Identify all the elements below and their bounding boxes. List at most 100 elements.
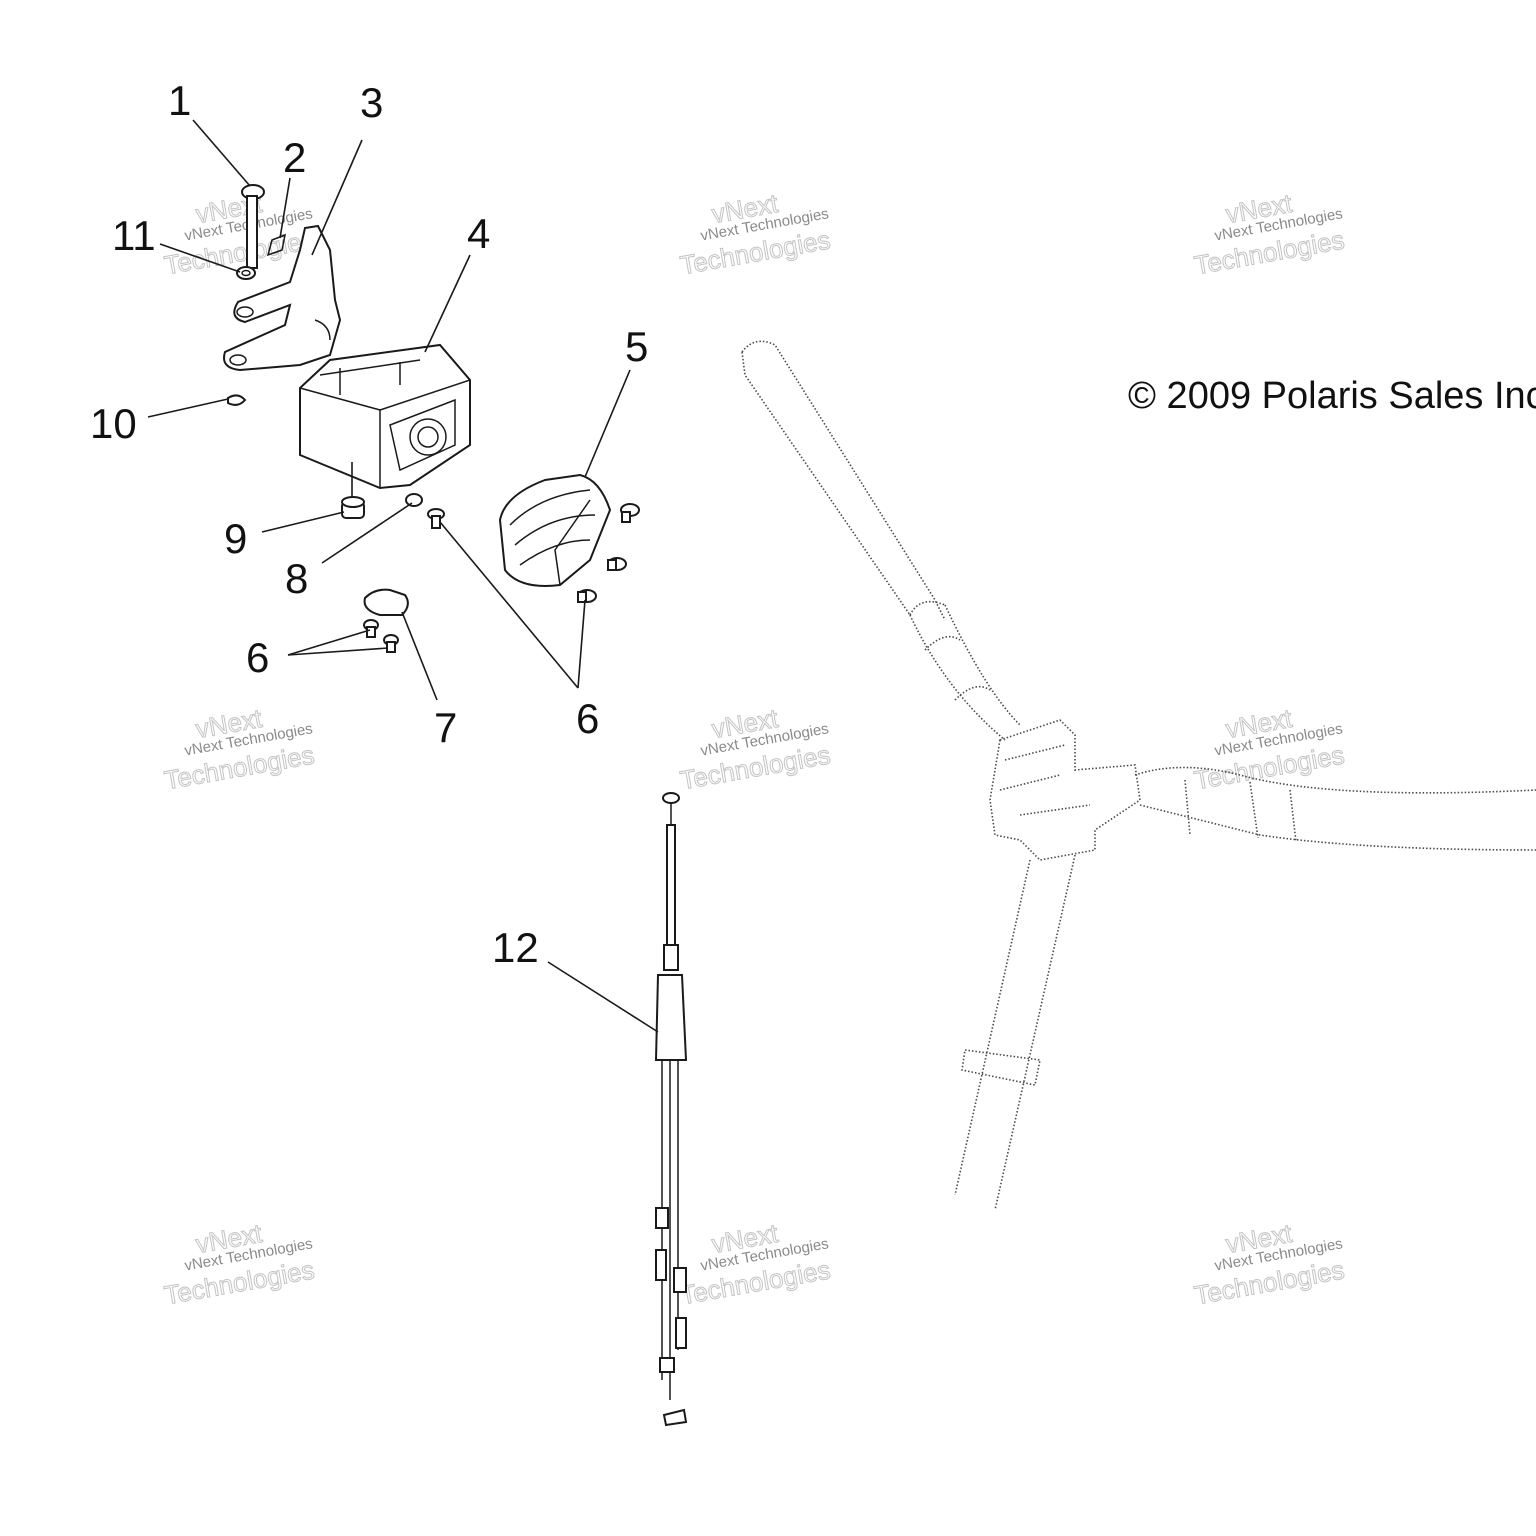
callout-5: 5 (625, 323, 648, 370)
leader-1 (192, 119, 251, 187)
part-6-screw-d (577, 589, 597, 603)
cable-fitting-3 (655, 1249, 667, 1281)
handlebar-bend-outer (909, 614, 1006, 741)
callout-9: 9 (224, 515, 247, 562)
bracket-group (223, 184, 342, 406)
leader-10 (147, 398, 229, 418)
screw-shank (621, 511, 631, 523)
leader-8 (321, 502, 413, 564)
leader-5 (584, 369, 631, 478)
callout-4: 4 (467, 210, 490, 257)
part-11-washer-hole (241, 269, 251, 277)
part-6-screw-f (383, 634, 399, 653)
callout-7: 7 (434, 704, 457, 751)
part-8-washer (405, 493, 423, 507)
pin-shaft (246, 195, 258, 269)
part-4-housing (299, 343, 471, 490)
callout-6-left: 6 (246, 634, 269, 681)
leader-6b-2 (577, 599, 586, 689)
part-5-cover (498, 473, 612, 587)
cable-end-bottom (662, 1408, 688, 1427)
callout-3: 3 (360, 79, 383, 126)
part-7-plate (363, 588, 409, 616)
watermark-tile: vNext vNext Technologies Technologies (161, 702, 317, 795)
cover-ribs (509, 489, 596, 566)
watermark-tile: vNext vNext Technologies Technologies (1191, 187, 1347, 280)
housing-face (389, 398, 456, 472)
part-12-throttle-cable (654, 792, 688, 1427)
housing-edge-top (379, 379, 471, 411)
leader-9 (261, 511, 345, 533)
callout-2: 2 (283, 134, 306, 181)
cable-upper-sleeve (666, 824, 676, 946)
steering-post-left (954, 859, 1031, 1196)
callout-11: 11 (112, 212, 156, 259)
handlebar-left-edge-top (741, 340, 946, 621)
bracket-hole-1 (236, 306, 254, 318)
leader-6a-1 (287, 629, 371, 656)
leader-3 (311, 139, 363, 256)
callout-8: 8 (285, 555, 308, 602)
watermark-tile: vNext vNext Technologies Technologies (1191, 1217, 1347, 1310)
housing-bore-inner (417, 426, 439, 448)
leader-11 (159, 243, 241, 273)
cover-edge (554, 499, 591, 586)
housing-bore (409, 418, 447, 456)
part-6-screw-e (363, 619, 379, 638)
steering-post-collar (961, 1049, 1041, 1086)
screw-shank (386, 641, 396, 653)
screw-shank (577, 591, 587, 603)
handlebar-bend-inner (944, 604, 1021, 726)
housing-body (299, 343, 471, 490)
watermark-grid: vNext vNext Technologies Technologies vN… (161, 187, 1347, 1310)
plug-top (341, 496, 365, 508)
part-10-clip (227, 394, 247, 406)
watermark-tile: vNext vNext Technologies Technologies (161, 1217, 317, 1310)
leader-7 (401, 611, 438, 701)
bracket-hole-2 (229, 354, 247, 366)
callout-12: 12 (492, 924, 539, 971)
callout-6-right: 6 (576, 695, 599, 742)
leader-6b-1 (439, 521, 579, 689)
leader-4 (424, 254, 471, 353)
watermark-tile: vNext vNext Technologies Technologies (677, 702, 833, 795)
callout-labels: 1 2 3 4 5 6 6 7 8 9 10 11 12 (90, 77, 648, 971)
callout-10: 10 (90, 400, 137, 447)
handlebar-right-bottom (1139, 804, 1536, 851)
clamp-detail (999, 744, 1091, 816)
leader-lines (147, 119, 659, 1033)
cable-adjuster (663, 944, 679, 971)
cable-fitting-1 (655, 1207, 669, 1229)
leader-2 (279, 177, 291, 239)
bend-ring-1 (924, 635, 961, 651)
part-6-screw-c (607, 557, 627, 571)
part-11-washer (236, 266, 256, 280)
cable-fitting-2 (673, 1267, 687, 1293)
bracket-body (223, 224, 342, 372)
watermark-tile: vNext vNext Technologies Technologies (677, 1217, 833, 1310)
watermark-tile: vNext vNext Technologies Technologies (677, 187, 833, 280)
screw-shank (607, 559, 617, 571)
cable-junction-box (654, 974, 688, 1061)
bend-ring-2 (954, 685, 991, 701)
bracket-fold (314, 319, 331, 341)
handlebar-right-top (1134, 766, 1536, 794)
part-3-bracket (223, 224, 342, 372)
cable-end-top (662, 792, 680, 804)
leader-6a-2 (287, 647, 389, 656)
cable-fitting-5 (659, 1357, 675, 1373)
watermark-tile: vNext vNext Technologies Technologies (1191, 702, 1347, 795)
handlebar-assembly (741, 340, 1536, 1211)
steering-post-right (994, 854, 1076, 1211)
screw-shank (431, 515, 441, 529)
handlebar-clamp (989, 719, 1141, 861)
housing-top-detail (319, 359, 421, 395)
part-6-screw-b (620, 503, 640, 523)
leader-12 (547, 961, 659, 1033)
cover-body (498, 473, 612, 587)
cable-fitting-4 (675, 1317, 687, 1349)
handlebar-right-rings (1184, 779, 1297, 843)
callout-1: 1 (168, 77, 191, 124)
